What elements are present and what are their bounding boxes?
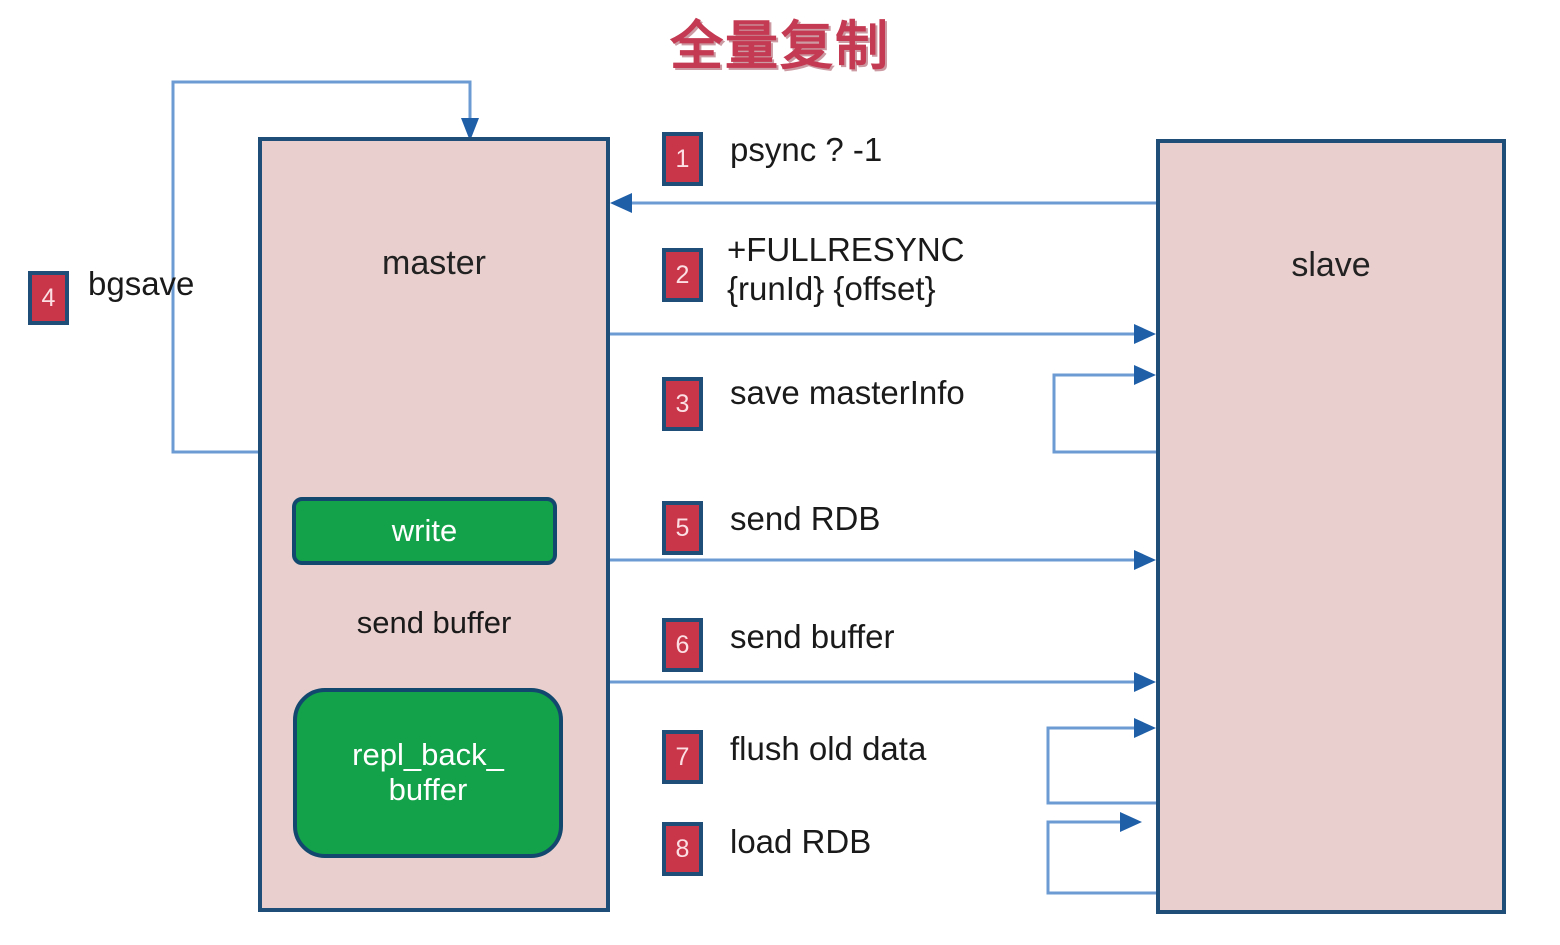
send-buffer-internal-label: send buffer — [356, 605, 512, 640]
arrow-step-1 — [610, 193, 1156, 213]
step-label-6: send buffer — [730, 618, 895, 655]
page-title: 全量复制 — [670, 16, 890, 77]
step-badge-6[interactable]: 6 — [662, 618, 703, 672]
step-badge-2[interactable]: 2 — [662, 248, 703, 302]
step-label-2: +FULLRESYNC {runId} {offset} — [727, 231, 965, 307]
repl-back-buffer-label: repl_back_ buffer — [352, 737, 504, 807]
arrow-step-2 — [610, 324, 1156, 344]
arrow-step-3-self-loop — [1052, 365, 1156, 454]
arrow-step-7-self-loop — [1046, 718, 1156, 805]
slave-node-label: slave — [1291, 246, 1371, 284]
master-node-label: master — [382, 244, 486, 282]
repl-back-buffer-box[interactable]: repl_back_ buffer — [293, 688, 563, 858]
step-badge-8[interactable]: 8 — [662, 822, 703, 876]
step-badge-7[interactable]: 7 — [662, 730, 703, 784]
arrow-step-6 — [610, 672, 1156, 692]
slave-node[interactable]: slave — [1156, 139, 1506, 914]
step-badge-4[interactable]: 4 — [28, 271, 69, 325]
step-badge-3[interactable]: 3 — [662, 377, 703, 431]
write-box[interactable]: write — [292, 497, 557, 565]
step-label-1: psync ? -1 — [730, 131, 883, 168]
step-label-7: flush old data — [730, 730, 927, 767]
write-box-label: write — [391, 512, 458, 548]
step-label-5: send RDB — [730, 500, 881, 537]
step-badge-1[interactable]: 1 — [662, 132, 703, 186]
step-label-3: save masterInfo — [730, 374, 965, 411]
step-label-4: bgsave — [88, 265, 195, 302]
step-label-8: load RDB — [730, 823, 872, 860]
step-badge-5[interactable]: 5 — [662, 501, 703, 555]
arrow-step-8-self-loop — [1046, 812, 1156, 895]
